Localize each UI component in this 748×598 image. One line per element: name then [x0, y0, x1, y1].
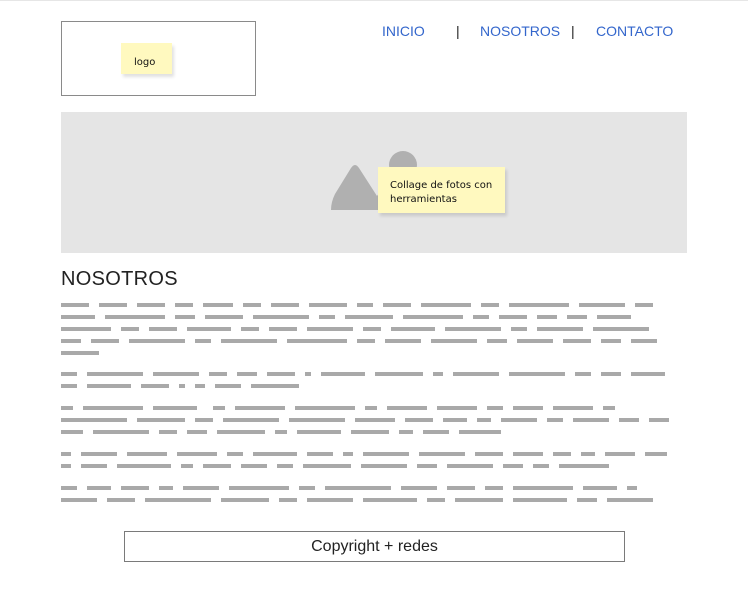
hero-banner	[61, 112, 687, 253]
nav-link-inicio[interactable]: INICIO	[382, 23, 425, 39]
nav-separator: |	[456, 23, 460, 39]
nav-link-nosotros[interactable]: NOSOTROS	[480, 23, 561, 39]
logo-note: logo	[121, 43, 172, 74]
section-title: NOSOTROS	[61, 268, 178, 290]
footer-copyright-box: Copyright + redes	[124, 531, 625, 562]
top-border	[0, 0, 748, 1]
nav-link-contacto[interactable]: CONTACTO	[596, 23, 674, 39]
footer-label: Copyright + redes	[311, 537, 438, 555]
hero-note: Collage de fotos con herramientas	[378, 167, 505, 213]
nav-separator: |	[571, 23, 575, 39]
